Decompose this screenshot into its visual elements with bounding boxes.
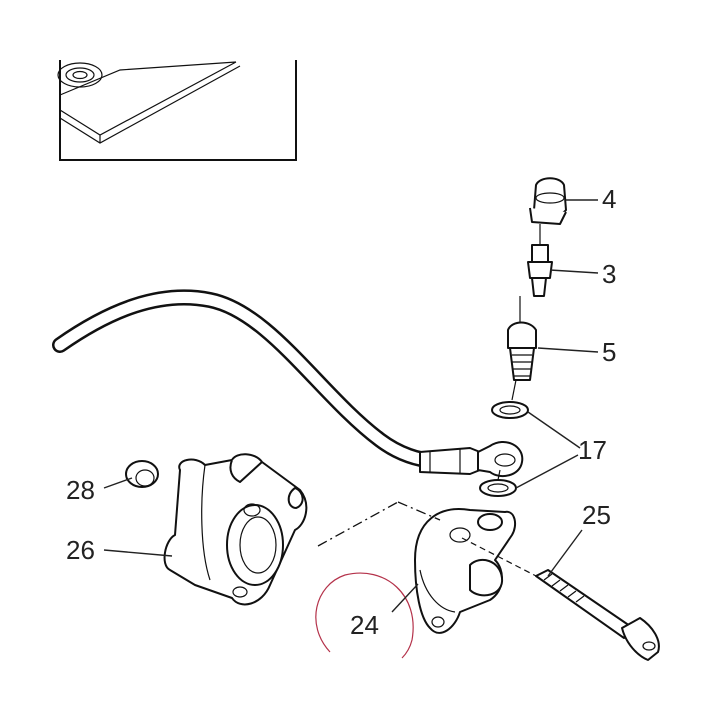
highlight-circle [315, 572, 414, 659]
inset-view [57, 60, 297, 161]
hose-ferrule [419, 447, 481, 475]
callout-17: 17 [578, 435, 607, 465]
housing-part-26 [163, 453, 308, 606]
leader-lines [103, 199, 599, 613]
callout-4: 4 [602, 184, 616, 214]
assembly-centerline [317, 501, 399, 547]
inset-logo-icon [57, 62, 103, 88]
assembly-centerline-2 [397, 501, 441, 521]
callout-24: 24 [350, 610, 379, 640]
callout-5: 5 [602, 337, 616, 367]
callout-26: 26 [66, 535, 95, 565]
bleed-screw-part-3 [527, 224, 553, 297]
mounting-bolt-part-25 [461, 537, 660, 661]
banjo-bolt-part-5 [507, 296, 537, 401]
slave-cylinder-part-24 [414, 508, 517, 634]
inset-manual-book [59, 61, 241, 144]
hydraulic-hose [52, 289, 524, 478]
banjo-fitting [477, 441, 524, 478]
callout-3: 3 [602, 259, 616, 289]
callout-25: 25 [582, 500, 611, 530]
callout-28: 28 [66, 475, 95, 505]
sealing-washers-part-17 [479, 401, 529, 497]
bleed-cap-part-4 [529, 177, 567, 225]
cap-part-28 [125, 460, 159, 488]
